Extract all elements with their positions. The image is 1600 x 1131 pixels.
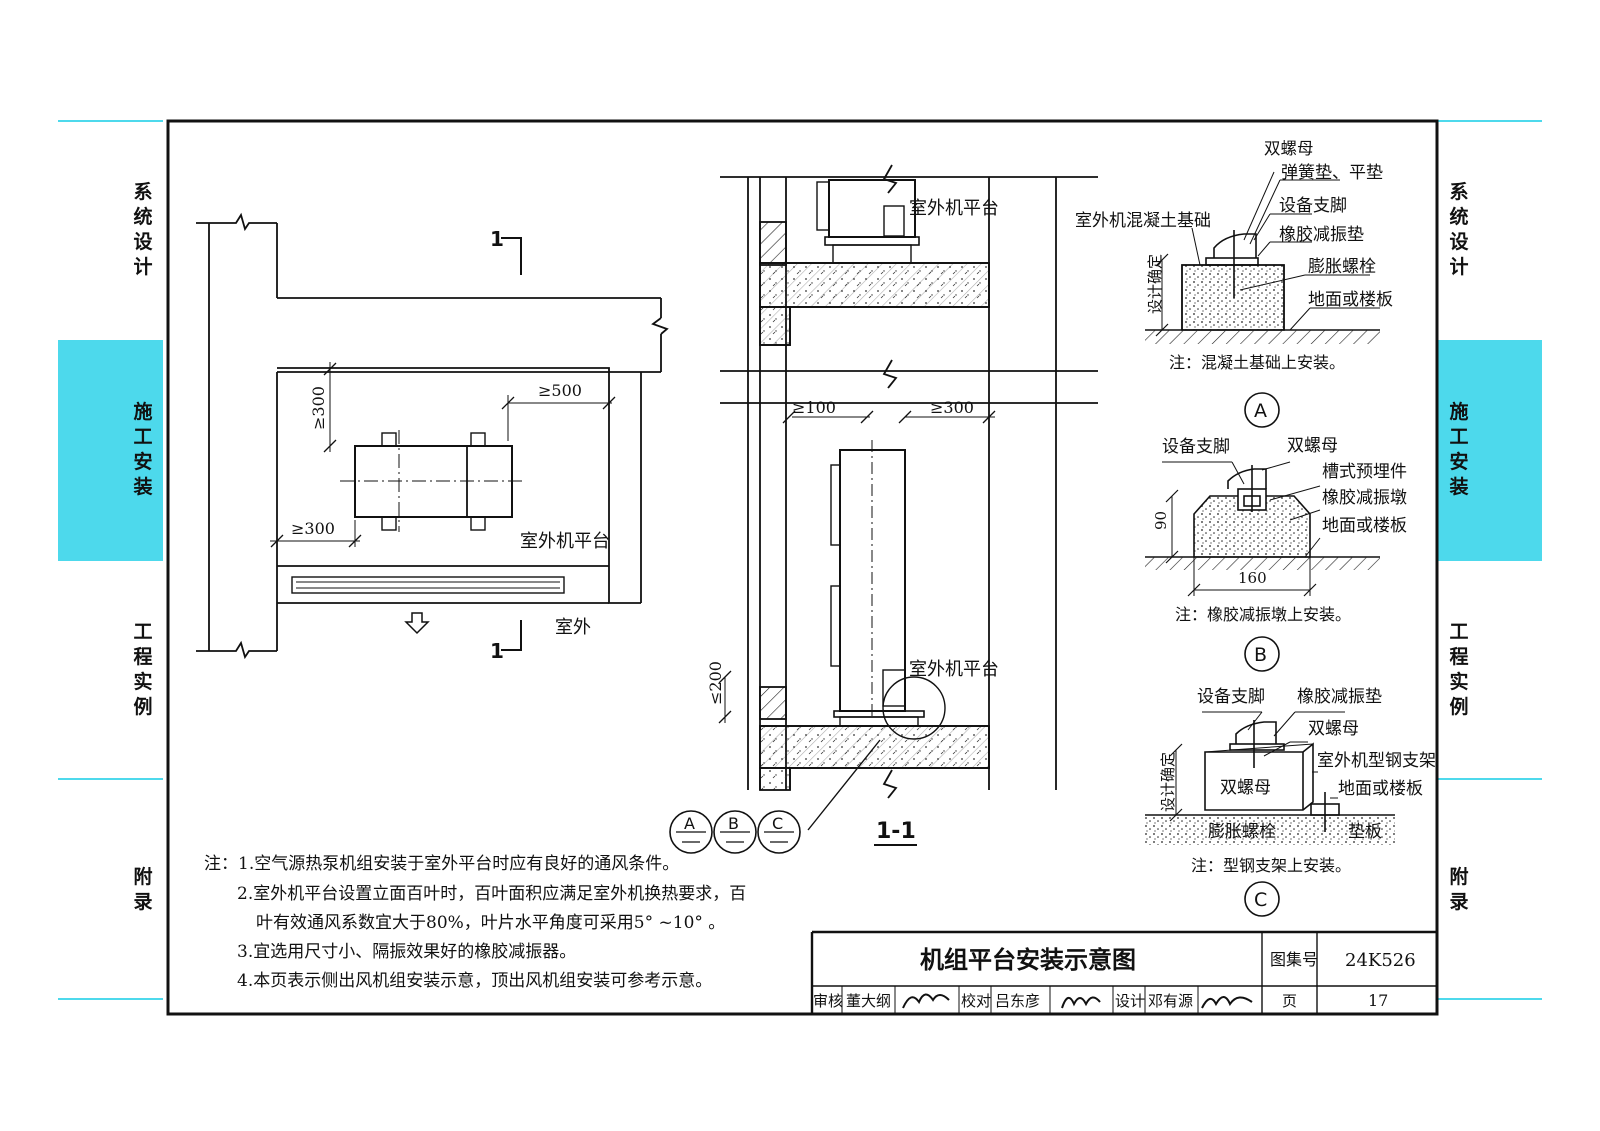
plan-dim-right: ≥500 xyxy=(538,381,582,400)
drawing-frame xyxy=(166,119,1439,1016)
detail-a-label-foot: 设备支脚 xyxy=(1279,196,1347,216)
detail-a-drawing xyxy=(1145,171,1380,428)
detail-b-mark: B xyxy=(1254,644,1267,666)
detail-c-label-bolt: 膨胀螺栓 xyxy=(1208,822,1276,842)
detail-b-dim-height: 90 xyxy=(1152,511,1170,530)
detail-b-label-floor: 地面或楼板 xyxy=(1322,516,1407,536)
title-block-checker: 吕东彦 xyxy=(995,992,1040,1010)
plan-dim-top: ≥300 xyxy=(309,386,328,430)
plan-section-mark-top: 1 xyxy=(490,227,504,251)
detail-c-label-steel-frame: 室外机型钢支架 xyxy=(1317,751,1436,771)
section-dim-bottom: ≤200 xyxy=(706,661,725,705)
right-tab-system-design[interactable]: 系 统 设 计 xyxy=(1449,181,1469,278)
reviewer-signature xyxy=(902,993,950,1009)
note-line-5: 4.本页表示侧出风机组安装示意，顶出风机组安装可参考示意。 xyxy=(237,971,712,991)
detail-a-mark: A xyxy=(1254,400,1267,422)
section-platform-label-bottom: 室外机平台 xyxy=(909,659,999,680)
detail-c-label-design: 设计确定 xyxy=(1159,752,1177,812)
detail-b-label-pier: 橡胶减振墩 xyxy=(1322,488,1407,508)
detail-c-label-shim: 垫板 xyxy=(1348,822,1382,842)
detail-c-label-foot: 设备支脚 xyxy=(1197,687,1265,707)
note-line-2: 2.室外机平台设置立面百叶时，百叶面积应满足室外机换热要求，百 xyxy=(237,884,746,904)
title-block-atlas-no: 24K526 xyxy=(1345,950,1416,971)
section-view xyxy=(669,164,1098,854)
detail-a-label-foundation: 室外机混凝土基础 xyxy=(1075,211,1211,231)
detail-b-dim-width: 160 xyxy=(1238,569,1267,587)
right-tab-appendix[interactable]: 附 录 xyxy=(1449,866,1469,913)
title-block-atlas-label: 图集号 xyxy=(1270,950,1318,969)
right-tab-construction[interactable]: 施 工 安 装 xyxy=(1449,401,1469,498)
detail-c-drawing xyxy=(1145,711,1395,917)
title-block-designer: 邓有源 xyxy=(1148,992,1193,1010)
detail-b-note: 注：橡胶减振墩上安装。 xyxy=(1175,605,1351,624)
title-block-review-label: 审核 xyxy=(813,992,843,1010)
note-line-1: 注：1.空气源热泵机组安装于室外平台时应有良好的通风条件。 xyxy=(204,854,679,874)
detail-a-label-bolt: 膨胀螺栓 xyxy=(1308,257,1376,277)
plan-platform-label: 室外机平台 xyxy=(520,531,610,552)
checker-signature xyxy=(1061,996,1101,1009)
active-tab-left-bg xyxy=(58,341,163,560)
detail-b-label-foot: 设备支脚 xyxy=(1162,437,1230,457)
detail-c-label-pad: 橡胶减振垫 xyxy=(1297,687,1382,707)
left-tab-construction[interactable]: 施 工 安 装 xyxy=(133,401,153,498)
title-block-reviewer: 董大纲 xyxy=(846,992,891,1010)
detail-a-label-double-nut: 双螺母 xyxy=(1264,139,1314,158)
detail-c-note: 注：型钢支架上安装。 xyxy=(1191,856,1351,875)
detail-b-drawing xyxy=(1145,461,1380,672)
plan-section-mark-bottom: 1 xyxy=(490,639,504,663)
detail-c-label-double-nut-top: 双螺母 xyxy=(1308,719,1359,739)
detail-a-note: 注：混凝土基础上安装。 xyxy=(1169,353,1345,372)
section-circle-b: B xyxy=(728,814,739,833)
section-platform-label-top: 室外机平台 xyxy=(909,198,999,219)
detail-a-label-design: 设计确定 xyxy=(1146,254,1164,314)
title-block-page-label: 页 xyxy=(1282,992,1297,1010)
title-block-design-label: 设计 xyxy=(1115,992,1145,1010)
designer-signature xyxy=(1201,996,1253,1009)
section-circle-c: C xyxy=(772,814,783,833)
note-line-4: 3.宜选用尺寸小、隔振效果好的橡胶减振器。 xyxy=(237,942,576,962)
title-block-grid xyxy=(810,930,1437,1014)
detail-a-label-washer: 弹簧垫、平垫 xyxy=(1281,163,1383,183)
plan-outdoor-label: 室外 xyxy=(555,617,591,638)
detail-c-label-double-nut-inner: 双螺母 xyxy=(1220,778,1271,798)
section-dim-left: ≥100 xyxy=(792,398,836,417)
title-block-page-no: 17 xyxy=(1368,991,1388,1010)
section-title: 1-1 xyxy=(876,819,916,844)
plan-dim-left: ≥300 xyxy=(291,519,335,538)
title-block-title: 机组平台安装示意图 xyxy=(920,945,1136,974)
left-tab-system-design[interactable]: 系 统 设 计 xyxy=(133,181,153,278)
left-tab-appendix[interactable]: 附 录 xyxy=(133,866,153,913)
left-tab-project-cases[interactable]: 工 程 实 例 xyxy=(133,621,153,718)
section-circle-a: A xyxy=(684,814,695,833)
detail-c-label-floor: 地面或楼板 xyxy=(1338,779,1423,799)
plan-view xyxy=(196,212,669,660)
active-tab-right-bg xyxy=(1437,341,1542,560)
detail-a-label-floor: 地面或楼板 xyxy=(1308,290,1393,310)
note-line-3: 叶有效通风系数宜大于80%，叶片水平角度可采用5° ~10° 。 xyxy=(256,913,725,933)
detail-a-label-pad: 橡胶减振垫 xyxy=(1279,225,1364,245)
right-tab-project-cases[interactable]: 工 程 实 例 xyxy=(1449,621,1469,718)
title-block-check-label: 校对 xyxy=(961,992,991,1010)
detail-b-label-channel: 槽式预埋件 xyxy=(1322,462,1407,482)
section-dim-right: ≥300 xyxy=(930,398,974,417)
detail-c-mark: C xyxy=(1254,889,1267,911)
detail-b-label-double-nut: 双螺母 xyxy=(1287,436,1338,456)
